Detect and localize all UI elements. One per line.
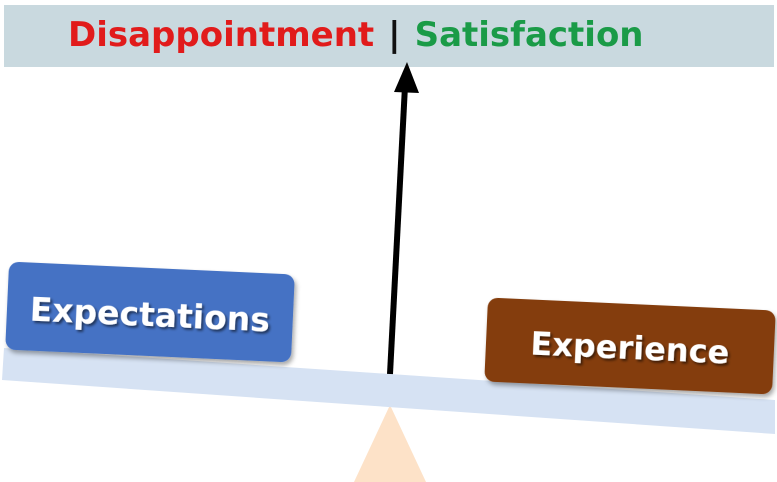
header-separator: | bbox=[388, 15, 401, 55]
balance-beam bbox=[2, 348, 775, 434]
balance-needle-arrow bbox=[387, 85, 408, 375]
header-title: Disappointment | Satisfaction bbox=[68, 12, 644, 58]
header-band bbox=[4, 5, 774, 67]
experience-label: Experience bbox=[530, 325, 731, 372]
disappointment-label: Disappointment bbox=[68, 15, 375, 55]
arrow-head-icon bbox=[394, 62, 419, 93]
satisfaction-label: Satisfaction bbox=[414, 15, 644, 55]
experience-box: Experience bbox=[484, 297, 776, 395]
expectations-box: Expectations bbox=[5, 262, 295, 362]
fulcrum-triangle bbox=[354, 405, 426, 482]
